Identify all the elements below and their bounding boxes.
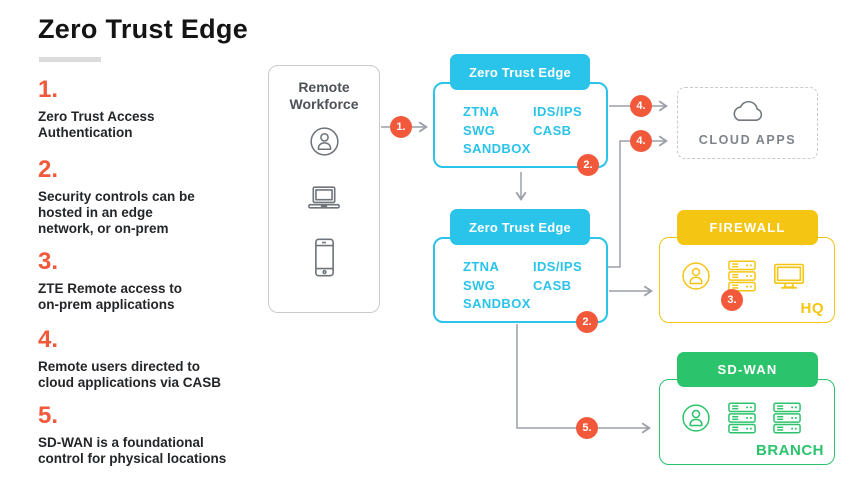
cloud-icon [729,99,767,130]
firewall-header-tab: FIREWALL [677,210,818,245]
zte-header-tab: Zero Trust Edge [450,209,590,245]
monitor-icon [773,262,805,296]
feature-casb: CASB [533,277,572,293]
sdwan-icons [681,402,801,439]
user-icon [681,261,711,296]
zero-trust-edge-box-2: Zero Trust Edge ZTNA IDS/IPS SWG CASB SA… [433,209,608,323]
laptop-icon [306,185,342,215]
step-item-3: 3. ZTE Remote access to on-prem applicat… [38,250,253,313]
step-item-2: 2. Security controls can be hosted in an… [38,158,253,238]
remote-workforce-box: Remote Workforce [268,65,380,313]
feature-sandbox: SANDBOX [463,141,531,156]
badge-step-4: 4. [630,95,652,117]
server-icon [728,260,756,297]
firewall-hq-box: FIREWALL [659,210,835,323]
step-text: Security controls can be hosted in an ed… [38,189,195,237]
server-icon [773,402,801,439]
badge-step-2: 2. [576,311,598,333]
cloud-apps-box: CLOUD APPS [677,87,818,159]
hq-label: HQ [800,300,824,317]
step-item-1: 1. Zero Trust Access Authentication [38,78,253,141]
step-item-4: 4. Remote users directed to cloud applic… [38,328,253,391]
zte-feature-list: ZTNA IDS/IPS SWG CASB SANDBOX [463,260,582,310]
step-item-5: 5. SD-WAN is a foundational control for … [38,404,253,467]
feature-casb: CASB [533,122,572,138]
user-icon [309,126,340,162]
cloud-apps-label: CLOUD APPS [698,133,797,147]
step-text: ZTE Remote access to on-prem application… [38,281,183,313]
branch-label: BRANCH [756,442,824,459]
step-text: Remote users directed to cloud applicati… [38,359,222,391]
title-underline [39,57,101,62]
firewall-icons [681,260,805,297]
feature-sandbox: SANDBOX [463,296,531,311]
step-number: 5. [38,402,59,429]
server-icon [728,402,756,439]
step-text: SD-WAN is a foundational control for phy… [38,435,227,467]
feature-ztna: ZTNA [463,259,500,274]
smartphone-icon [313,237,336,283]
step-number: 2. [38,156,59,183]
page-title: Zero Trust Edge [38,14,249,44]
badge-step-2: 2. [577,154,599,176]
feature-swg: SWG [463,277,496,293]
zte-body [433,82,608,168]
remote-workforce-label: Remote Workforce [289,79,359,112]
zte-header-tab: Zero Trust Edge [450,54,590,90]
user-icon [681,403,711,438]
zero-trust-edge-box-1: Zero Trust Edge ZTNA IDS/IPS SWG CASB SA… [433,54,608,168]
connector-zte2-to-sdwan [516,324,651,434]
feature-ztna: ZTNA [463,104,500,119]
badge-step-3: 3. [721,289,743,311]
feature-swg: SWG [463,122,496,138]
feature-ids-ips: IDS/IPS [533,104,583,119]
step-text: Zero Trust Access Authentication [38,109,155,141]
step-number: 4. [38,326,59,353]
feature-ids-ips: IDS/IPS [533,259,583,274]
step-number: 1. [38,76,59,103]
step-number: 3. [38,248,59,275]
zte-feature-list: ZTNA IDS/IPS SWG CASB SANDBOX [463,105,582,155]
badge-step-1: 1. [390,116,412,138]
sdwan-branch-box: SD-WAN [659,352,835,465]
connector-zte2-to-cloud [607,135,668,268]
sdwan-header-tab: SD-WAN [677,352,818,387]
badge-step-5: 5. [576,417,598,439]
badge-step-4: 4. [630,130,652,152]
